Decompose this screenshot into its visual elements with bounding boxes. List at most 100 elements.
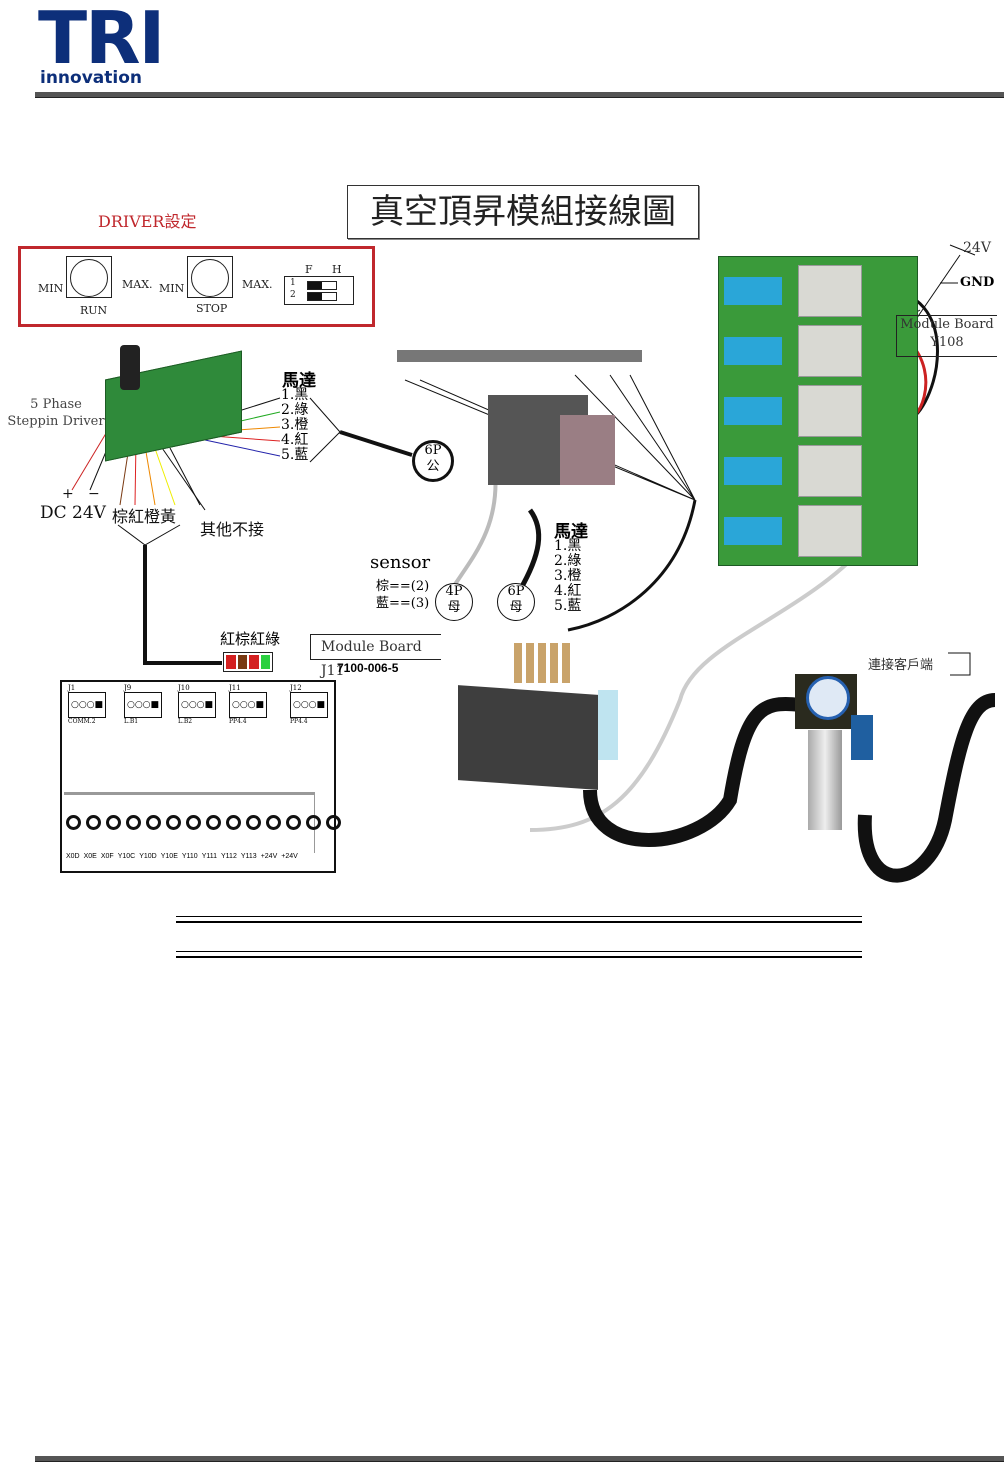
motor-wire: 5.藍	[554, 598, 582, 614]
terminal-hole	[326, 815, 341, 830]
terminal-hole	[266, 815, 281, 830]
terminal-label: Y111	[201, 853, 218, 860]
motor-wire-list-right: 1.黑 2.綠 3.橙 4.紅 5.藍	[554, 539, 581, 614]
terminal-hole	[206, 815, 221, 830]
power-plus: +	[62, 486, 74, 502]
relay-board-label-line1: Module Board	[900, 317, 994, 332]
stop-label: STOP	[196, 302, 228, 315]
terminal-label: Y10E	[160, 853, 178, 860]
section-rule-bottom	[176, 951, 862, 958]
relay-board-label: Module Board Y108	[896, 315, 997, 357]
j11-board-label: Module Board J11	[310, 634, 441, 679]
driver-settings-box	[18, 246, 375, 327]
run-label: RUN	[80, 304, 108, 317]
terminal-block	[798, 385, 862, 437]
terminal-block	[798, 325, 862, 377]
j11-pin	[226, 655, 236, 669]
terminal-label: X0D	[66, 853, 80, 860]
connector-label: COMM.2	[68, 718, 96, 725]
connector-label: PP4.4	[290, 718, 308, 725]
terminal-hole	[166, 815, 181, 830]
connector-label: L.B1	[124, 718, 139, 725]
pressure-gauge	[806, 676, 850, 720]
relay	[724, 517, 782, 545]
j11-connector	[223, 652, 273, 672]
lift-bracket	[397, 350, 642, 362]
motor-wire: 3.橙	[554, 568, 582, 584]
terminal-hole	[146, 815, 161, 830]
run-min-label: MIN	[38, 282, 64, 295]
header-rule	[35, 92, 1004, 98]
stop-dial[interactable]	[187, 256, 233, 298]
connector-label: L.B2	[178, 718, 193, 725]
logo-subtitle: innovation	[40, 68, 142, 88]
dip-f-label: F	[305, 263, 313, 276]
terminal-hole	[86, 815, 101, 830]
terminal-label: Y112	[221, 853, 237, 860]
run-dial[interactable]	[66, 256, 112, 298]
connector-name: J12	[290, 684, 302, 692]
dip-toggle-2[interactable]	[307, 292, 337, 301]
terminal-hole	[126, 815, 141, 830]
vacuum-valve	[598, 690, 618, 760]
section-rule-top	[176, 916, 862, 923]
motor-wire: 2.綠	[281, 402, 309, 418]
connector-line2: 公	[426, 459, 440, 474]
terminal-label: Y110	[181, 853, 198, 860]
motor-wire: 4.紅	[554, 583, 582, 599]
footer-rule	[35, 1456, 1004, 1462]
logo: TRI	[38, 0, 165, 80]
connector-6p-male: 6P 公	[412, 440, 454, 482]
terminal-label: Y10C	[117, 853, 136, 860]
vacuum-generator	[458, 685, 598, 790]
connector-4p-female: 4P 母	[435, 583, 473, 621]
run-max-label: MAX.	[122, 278, 153, 291]
connector-line1: 6P	[507, 584, 525, 599]
signal-colors-label: 棕紅橙黃	[112, 507, 177, 526]
24v-label: 24V	[963, 240, 991, 256]
driver-label: 5 Phase Steppin Driver	[7, 397, 105, 429]
terminal-hole	[286, 815, 301, 830]
connector-body: ○○○■	[229, 692, 267, 718]
terminal-block	[798, 265, 862, 317]
dip-h-label: H	[332, 263, 342, 276]
connector-label: PP4.4	[229, 718, 247, 725]
board-connector: J1○○○■COMM.2	[68, 684, 106, 725]
connector-body: ○○○■	[124, 692, 162, 718]
terminal-hole	[306, 815, 321, 830]
j11-colors-label: 紅棕紅綠	[220, 630, 281, 648]
connector-line1: 6P	[424, 443, 442, 458]
motor-wire: 4.紅	[281, 432, 309, 448]
connector-name: J10	[178, 684, 190, 692]
connector-line1: 4P	[445, 584, 463, 599]
sensor-title: sensor	[370, 552, 431, 573]
motor-wire: 2.綠	[554, 553, 582, 569]
dip-toggle-1[interactable]	[307, 281, 337, 290]
connector-name: J1	[68, 684, 76, 692]
terminal-hole	[66, 815, 81, 830]
motor-wire-list-left: 1.黑 2.綠 3.橙 4.紅 5.藍	[281, 388, 308, 463]
relay	[724, 457, 782, 485]
driver-settings-title: DRIVER設定	[98, 212, 197, 231]
j11-part-number: 7100-006-5	[337, 661, 399, 675]
board-connector: J12○○○■PP4.4	[290, 684, 328, 725]
connector-line2: 母	[447, 600, 461, 615]
diagram-title: 真空頂昇模組接線圖	[347, 185, 699, 239]
board-connector: J10○○○■L.B2	[178, 684, 216, 725]
dip-switch[interactable]: 1 2	[284, 276, 354, 305]
connector-name: J9	[124, 684, 132, 692]
terminal-label: +24V	[260, 853, 278, 860]
terminal-hole	[106, 815, 121, 830]
terminal-label: Y113	[240, 853, 257, 860]
stop-max-label: MAX.	[242, 278, 273, 291]
vacuum-fittings	[514, 643, 574, 683]
sensor-line2: 藍==(3)	[376, 596, 430, 611]
j11-pin	[237, 655, 247, 669]
power-label: DC 24V	[40, 503, 106, 523]
terminal-label: X0E	[83, 853, 97, 860]
board-connector: J9○○○■L.B1	[124, 684, 162, 725]
stop-min-label: MIN	[159, 282, 185, 295]
motor-wire: 5.藍	[281, 447, 309, 463]
